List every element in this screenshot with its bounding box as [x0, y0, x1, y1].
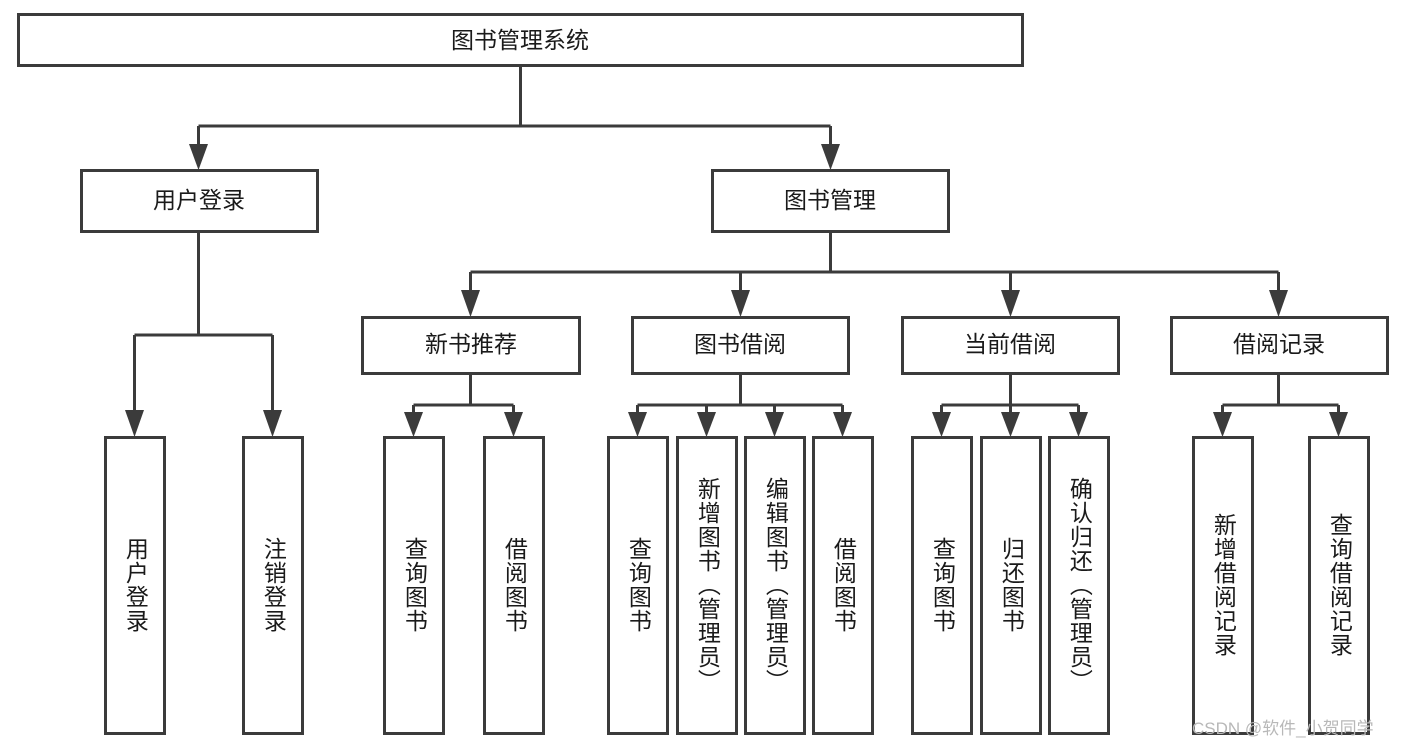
- arrow-to-leaf-confirm-return-admin: [1069, 412, 1088, 437]
- node-user-login-box[interactable]: [80, 169, 319, 233]
- node-new-book-recommend[interactable]: 新书推荐: [361, 316, 581, 375]
- node-user-login-label: 用户登录: [153, 187, 245, 213]
- node-leaf-add-borrow-record-box[interactable]: [1192, 436, 1254, 735]
- arrow-to-current-borrow: [1001, 290, 1020, 317]
- node-borrow-record-box[interactable]: [1170, 316, 1389, 375]
- node-current-borrow[interactable]: 当前借阅: [901, 316, 1120, 375]
- arrow-to-leaf-query-book-3: [932, 412, 951, 437]
- arrow-to-borrow-record: [1269, 290, 1288, 317]
- node-current-borrow-box[interactable]: [901, 316, 1120, 375]
- arrow-root-to-book-management: [821, 144, 840, 170]
- node-book-management-label: 图书管理: [784, 187, 876, 213]
- node-leaf-query-book-2-box[interactable]: [607, 436, 669, 735]
- node-leaf-user-login-box[interactable]: [104, 436, 166, 735]
- arrow-to-leaf-query-book-1: [404, 412, 423, 437]
- arrow-to-leaf-user-login: [125, 410, 144, 437]
- arrow-to-new-book-recommend: [461, 290, 480, 317]
- arrow-to-leaf-add-borrow-record: [1213, 412, 1232, 437]
- node-book-management[interactable]: 图书管理: [711, 169, 950, 233]
- arrow-root-to-user-login: [189, 144, 208, 170]
- arrow-to-leaf-query-book-2: [628, 412, 647, 437]
- node-book-borrow-box[interactable]: [631, 316, 850, 375]
- node-leaf-borrow-book-1-box[interactable]: [483, 436, 545, 735]
- node-user-login[interactable]: 用户登录: [80, 169, 319, 233]
- node-leaf-borrow-book-2-box[interactable]: [812, 436, 874, 735]
- arrow-to-leaf-borrow-book-1: [504, 412, 523, 437]
- csdn-watermark: CSDN @软件_小贺同学: [1192, 719, 1374, 738]
- node-new-book-recommend-box[interactable]: [361, 316, 581, 375]
- node-leaf-logout-login-box[interactable]: [242, 436, 304, 735]
- node-leaf-edit-book-admin-box[interactable]: [744, 436, 806, 735]
- node-borrow-record[interactable]: 借阅记录: [1170, 316, 1389, 375]
- node-current-borrow-label: 当前借阅: [964, 331, 1056, 357]
- node-book-management-box[interactable]: [711, 169, 950, 233]
- node-leaf-return-book-box[interactable]: [980, 436, 1042, 735]
- connector-layer: [125, 66, 1348, 437]
- arrow-to-leaf-query-borrow-record: [1329, 412, 1348, 437]
- node-root[interactable]: 图书管理系统: [17, 13, 1024, 67]
- arrow-to-leaf-edit-book-admin: [765, 412, 784, 437]
- node-root-box[interactable]: [17, 13, 1024, 67]
- node-leaf-add-book-admin-box[interactable]: [676, 436, 738, 735]
- arrow-to-book-borrow: [731, 290, 750, 317]
- arrow-to-leaf-return-book: [1001, 412, 1020, 437]
- arrow-to-leaf-logout-login: [263, 410, 282, 437]
- node-new-book-recommend-label: 新书推荐: [425, 331, 517, 357]
- node-borrow-record-label: 借阅记录: [1233, 331, 1325, 357]
- node-root-label: 图书管理系统: [451, 27, 589, 53]
- arrow-to-leaf-borrow-book-2: [833, 412, 852, 437]
- node-leaf-query-book-1-box[interactable]: [383, 436, 445, 735]
- node-leaf-query-book-3-box[interactable]: [911, 436, 973, 735]
- node-book-borrow-label: 图书借阅: [694, 331, 786, 357]
- node-leaf-query-borrow-record-box[interactable]: [1308, 436, 1370, 735]
- arrow-to-leaf-add-book-admin: [697, 412, 716, 437]
- node-leaf-confirm-return-admin-box[interactable]: [1048, 436, 1110, 735]
- node-book-borrow[interactable]: 图书借阅: [631, 316, 850, 375]
